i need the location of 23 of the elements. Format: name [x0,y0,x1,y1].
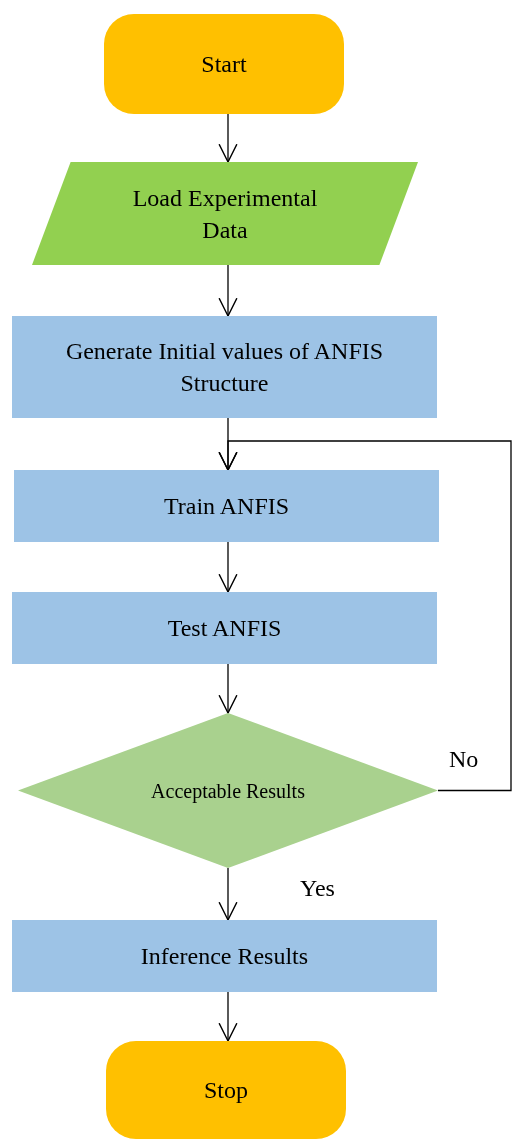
process-box [12,920,437,992]
arrow [218,264,238,317]
terminal-box [106,1041,346,1139]
node-label: Inference Results [140,942,309,971]
node-label: Load Experimental Data [131,183,319,245]
arrow [218,440,512,792]
node-label: Generate Initial values of ANFIS Structure [64,337,385,398]
arrow [218,113,238,163]
terminal-box [104,14,344,114]
data-parallelogram [32,162,418,265]
node-label: Train ANFIS [163,492,290,521]
decision-diamond [18,713,438,868]
arrow [218,991,238,1042]
process-box [12,316,437,418]
node-label: Start [201,50,247,79]
node-label: Test ANFIS [167,614,282,643]
arrow [218,663,238,714]
node-label: Stop [204,1076,248,1105]
process-box [12,592,437,664]
process-box [14,470,439,542]
arrow [218,541,238,593]
arrow [218,867,238,921]
node-label: Acceptable Results [151,778,305,805]
